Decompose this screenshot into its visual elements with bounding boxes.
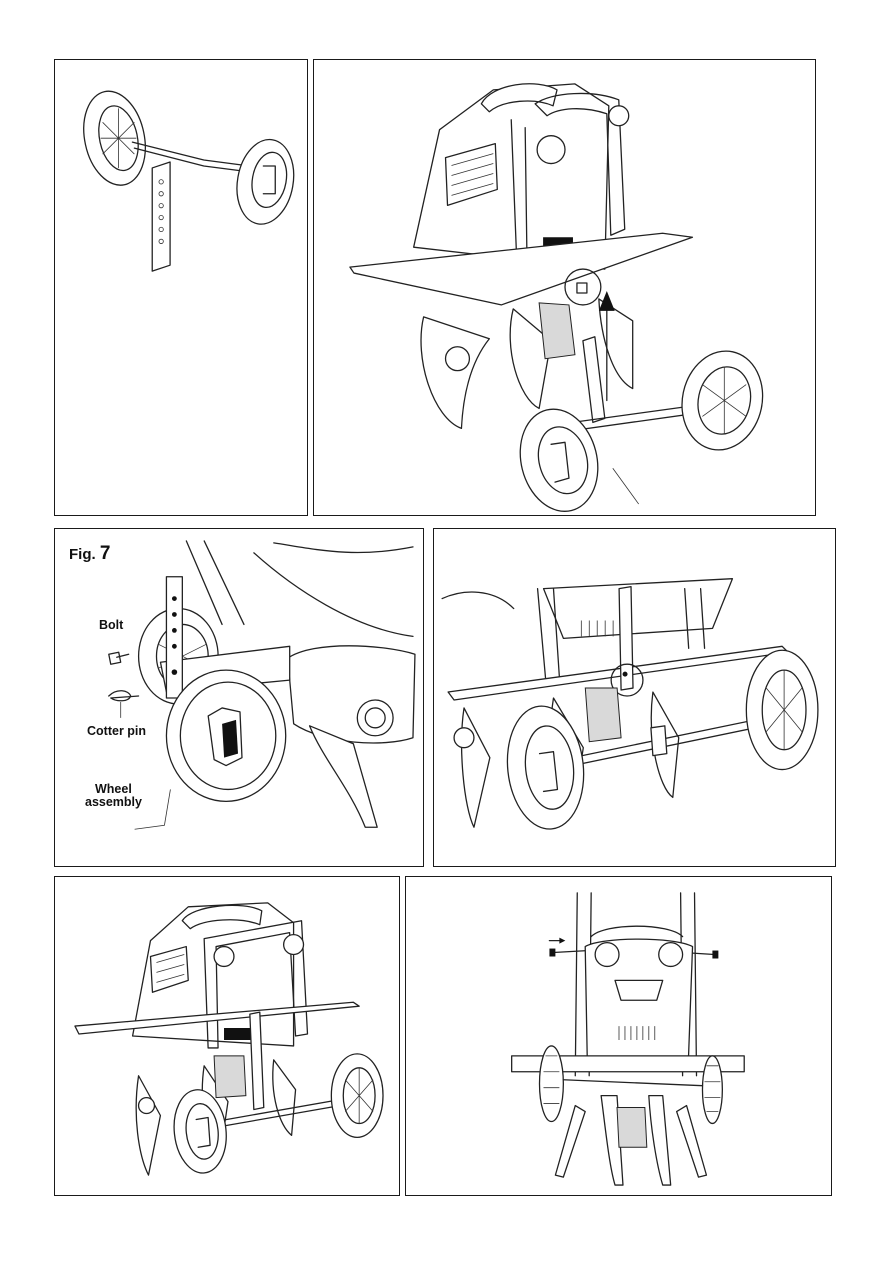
cotter-pin [109, 691, 139, 718]
left-wheel [539, 1046, 563, 1122]
front-wheel [231, 135, 301, 229]
rear-wheel [76, 85, 154, 191]
tine-shield [448, 646, 788, 700]
motor-housing [544, 579, 733, 639]
rear-wheel [673, 344, 772, 458]
bolt [109, 652, 129, 664]
assembled-tiller-illustration [54, 876, 400, 1196]
wheel-axle-assembly-illustration [54, 59, 308, 516]
rear-wheel [331, 1054, 383, 1137]
front-wheel [502, 702, 590, 832]
wheel-assembly-label-line2: assembly [85, 795, 142, 809]
fig-7-panel: Fig. 7 [54, 528, 424, 867]
right-wheel [702, 1056, 722, 1124]
bolt-label: Bolt [99, 618, 123, 632]
motor-housing [414, 84, 609, 269]
motor-housing [585, 939, 692, 1063]
rear-wheel [746, 650, 818, 769]
cotter-pin-label: Cotter pin [87, 724, 146, 738]
front-wheel [166, 670, 285, 801]
tines [555, 1096, 706, 1185]
bracket-attach-illustration [433, 528, 836, 867]
tiller-wheel-install-illustration [313, 59, 816, 516]
handle-bolt-front-view-illustration [405, 876, 832, 1196]
wheel-assembly-label-line1: Wheel [95, 782, 132, 796]
